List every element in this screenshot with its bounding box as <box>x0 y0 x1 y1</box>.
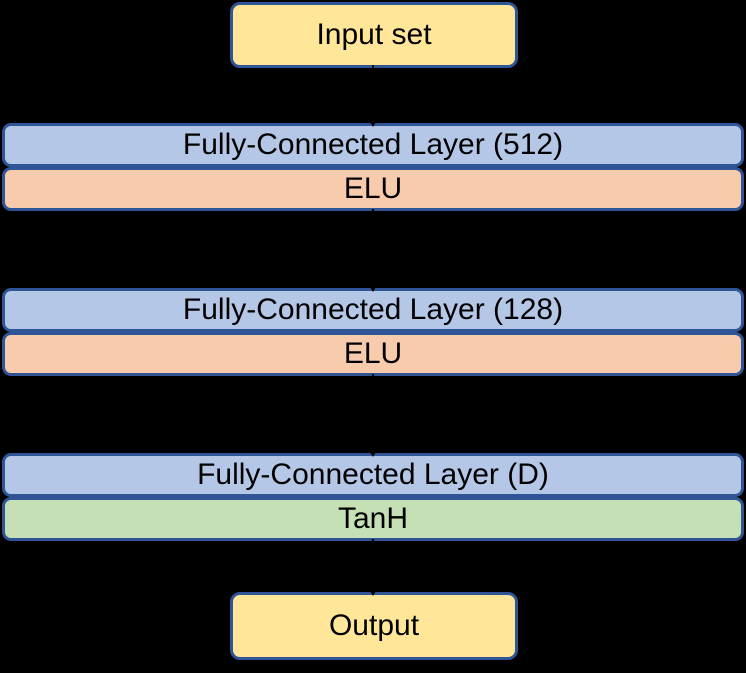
elu-activation-bar-2: ELU <box>2 332 744 376</box>
arrow-down-icon <box>367 447 379 457</box>
fc-layer-512-bar: Fully-Connected Layer (512) <box>2 123 744 167</box>
connector-arrow <box>367 209 379 292</box>
tanh-activation-bar: TanH <box>2 497 744 541</box>
output-node: Output <box>230 592 518 660</box>
elu-activation-bar-1: ELU <box>2 167 744 211</box>
input-set-label: Input set <box>316 18 432 51</box>
fc-layer-d-label: Fully-Connected Layer (D) <box>197 458 549 491</box>
arrow-down-icon <box>367 586 379 596</box>
tanh-activation-label: TanH <box>337 502 409 535</box>
elu-activation-label-1: ELU <box>343 172 403 205</box>
fc-layer-512-label: Fully-Connected Layer (512) <box>182 128 564 161</box>
connector-arrow <box>367 539 379 596</box>
elu-activation-label-2: ELU <box>343 337 403 370</box>
connector-arrow <box>367 65 379 127</box>
fc-layer-128-bar: Fully-Connected Layer (128) <box>2 288 744 332</box>
arrow-down-icon <box>367 117 379 127</box>
fc-layer-128-label: Fully-Connected Layer (128) <box>182 293 564 326</box>
input-set-node: Input set <box>230 2 518 68</box>
arrow-down-icon <box>367 282 379 292</box>
connector-arrow <box>367 374 379 457</box>
output-label: Output <box>328 609 420 642</box>
fc-layer-d-bar: Fully-Connected Layer (D) <box>2 453 744 497</box>
